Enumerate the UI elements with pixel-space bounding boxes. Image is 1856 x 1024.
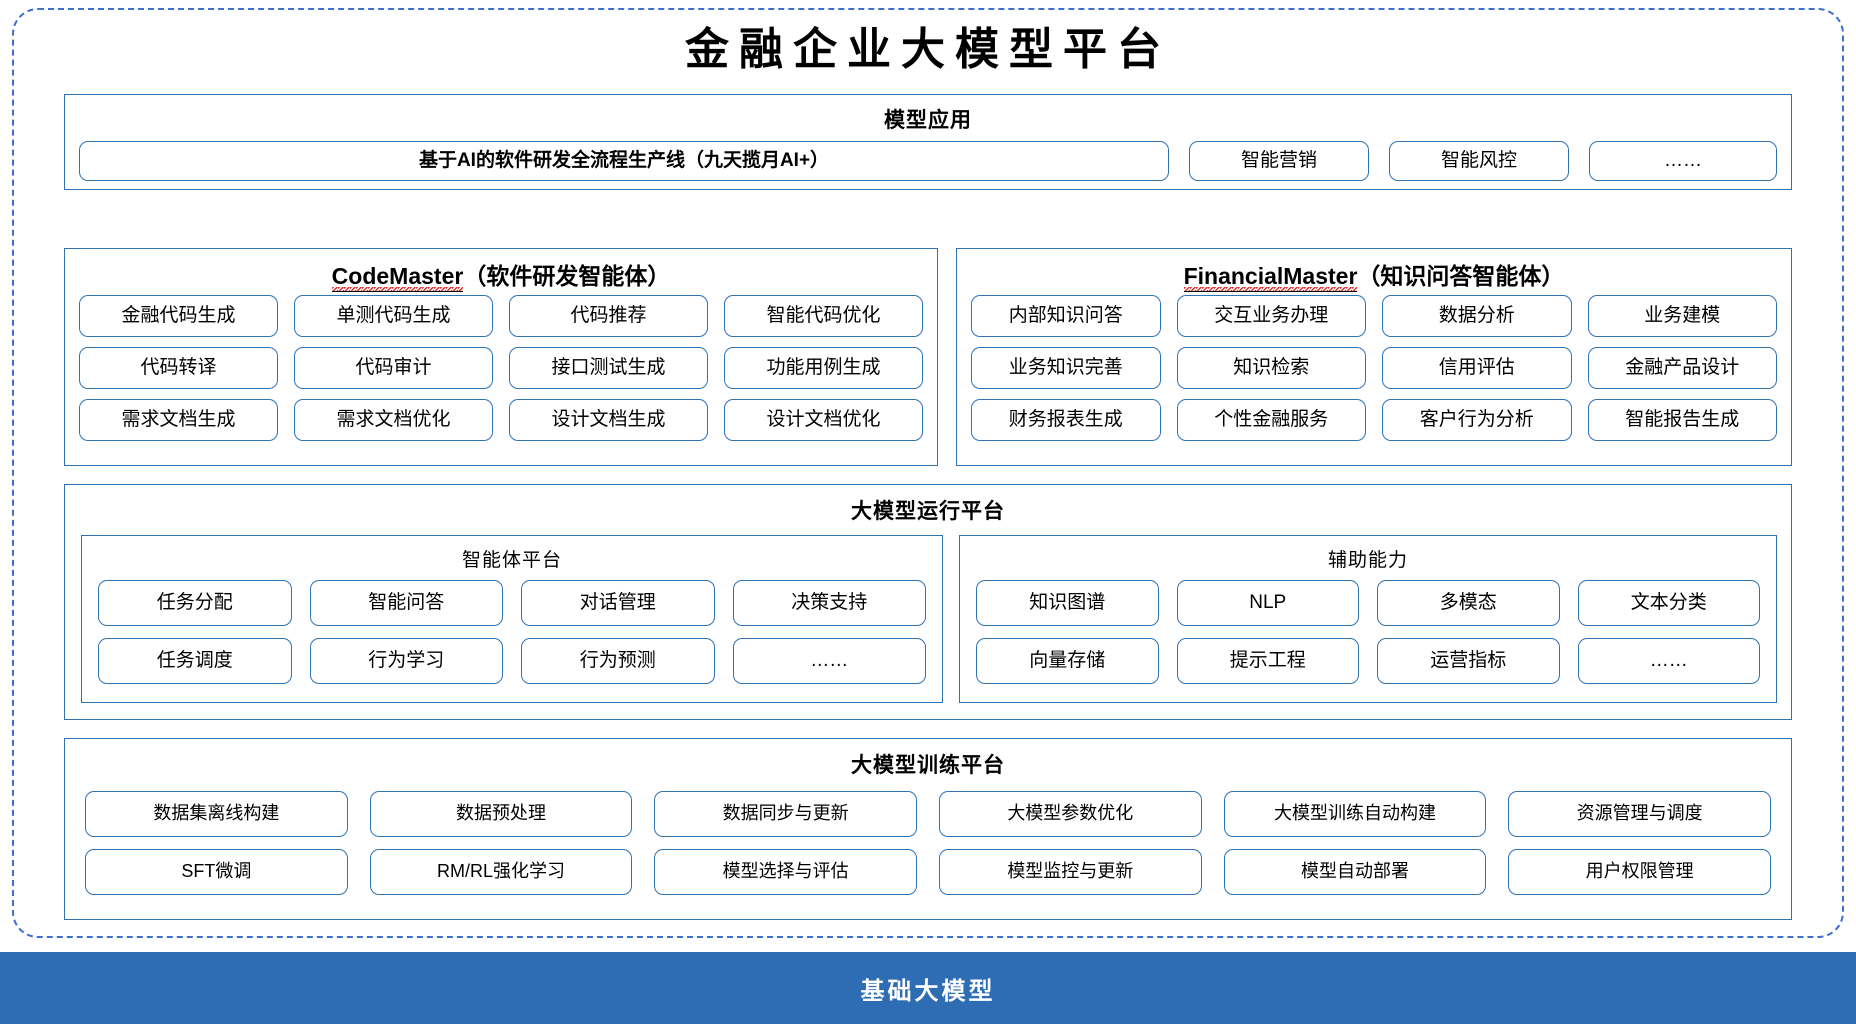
chip-code-api-test-gen[interactable]: 接口测试生成 <box>509 347 708 389</box>
section-model-application: 模型应用 基于AI的软件研发全流程生产线（九天揽月AI+） 智能营销 智能风控 … <box>64 94 1792 190</box>
chip-fin-business-modeling[interactable]: 业务建模 <box>1587 295 1777 337</box>
section-title-code-master: CodeMaster（软件研发智能体） <box>65 257 937 292</box>
chip-fin-report-generation[interactable]: 财务报表生成 <box>971 399 1161 441</box>
chip-behavior-learning[interactable]: 行为学习 <box>309 638 503 684</box>
section-title-training-platform: 大模型训练平台 <box>851 754 1005 777</box>
chip-smart-marketing[interactable]: 智能营销 <box>1189 141 1369 181</box>
section-runtime-platform: 大模型运行平台 智能体平台 任务分配 智能问答 对话管理 决策支持 任务调度 行… <box>64 484 1792 720</box>
code-master-chip-grid: 金融代码生成 单测代码生成 代码推荐 智能代码优化 代码转译 代码审计 接口测试… <box>79 295 923 441</box>
auxiliary-capability-chip-grid: 知识图谱 NLP 多模态 文本分类 向量存储 提示工程 运营指标 …… <box>976 580 1760 684</box>
chip-fin-personal-service[interactable]: 个性金融服务 <box>1176 399 1366 441</box>
subsection-auxiliary-capability: 辅助能力 知识图谱 NLP 多模态 文本分类 向量存储 提示工程 运营指标 …… <box>959 535 1777 703</box>
chip-code-audit[interactable]: 代码审计 <box>294 347 493 389</box>
model-application-chip-row: 基于AI的软件研发全流程生产线（九天揽月AI+） 智能营销 智能风控 …… <box>79 141 1777 181</box>
chip-model-auto-deploy[interactable]: 模型自动部署 <box>1223 849 1487 895</box>
section-code-master: CodeMaster（软件研发智能体） 金融代码生成 单测代码生成 代码推荐 智… <box>64 248 938 466</box>
diagram-outer-frame <box>12 8 1844 938</box>
chip-dataset-offline-build[interactable]: 数据集离线构建 <box>85 791 348 837</box>
training-platform-chip-grid: 数据集离线构建 数据预处理 数据同步与更新 大模型参数优化 大模型训练自动构建 … <box>85 791 1771 895</box>
section-title-model-application: 模型应用 <box>884 109 972 132</box>
chip-ai-sdlc-pipeline[interactable]: 基于AI的软件研发全流程生产线（九天揽月AI+） <box>79 141 1169 181</box>
section-financial-master: FinancialMaster（知识问答智能体） 内部知识问答 交互业务办理 数… <box>956 248 1792 466</box>
agent-platform-chip-grid: 任务分配 智能问答 对话管理 决策支持 任务调度 行为学习 行为预测 …… <box>98 580 926 684</box>
chip-nlp[interactable]: NLP <box>1176 580 1359 626</box>
chip-aux-more-ellipsis[interactable]: …… <box>1577 638 1760 684</box>
chip-fin-biz-knowledge[interactable]: 业务知识完善 <box>971 347 1161 389</box>
chip-fin-data-analysis[interactable]: 数据分析 <box>1382 295 1572 337</box>
section-training-platform: 大模型训练平台 数据集离线构建 数据预处理 数据同步与更新 大模型参数优化 大模… <box>64 738 1792 920</box>
chip-code-translation[interactable]: 代码转译 <box>79 347 278 389</box>
chip-data-preprocessing[interactable]: 数据预处理 <box>369 791 633 837</box>
subsection-agent-platform: 智能体平台 任务分配 智能问答 对话管理 决策支持 任务调度 行为学习 行为预测… <box>81 535 943 703</box>
chip-code-finance-codegen[interactable]: 金融代码生成 <box>79 295 278 337</box>
financial-master-name-cn: （知识问答智能体） <box>1357 263 1565 289</box>
chip-ops-metrics[interactable]: 运营指标 <box>1377 638 1560 684</box>
chip-data-sync-update[interactable]: 数据同步与更新 <box>654 791 917 837</box>
subsection-title-auxiliary-capability: 辅助能力 <box>1327 550 1408 571</box>
financial-master-name-en: FinancialMaster <box>1183 263 1358 292</box>
chip-code-req-doc-optimize[interactable]: 需求文档优化 <box>294 399 493 441</box>
chip-user-permission-mgmt[interactable]: 用户权限管理 <box>1508 849 1771 895</box>
chip-multimodal[interactable]: 多模态 <box>1377 580 1560 626</box>
chip-task-scheduling[interactable]: 任务调度 <box>98 638 292 684</box>
base-model-bar: 基础大模型 <box>0 952 1856 1024</box>
chip-sft-finetune[interactable]: SFT微调 <box>85 849 348 895</box>
chip-resource-mgmt-schedule[interactable]: 资源管理与调度 <box>1508 791 1771 837</box>
chip-code-smart-optimize[interactable]: 智能代码优化 <box>724 295 923 337</box>
chip-fin-knowledge-search[interactable]: 知识检索 <box>1176 347 1366 389</box>
base-model-label: 基础大模型 <box>860 977 996 1005</box>
chip-more-ellipsis[interactable]: …… <box>1589 141 1777 181</box>
chip-smart-risk-control[interactable]: 智能风控 <box>1389 141 1569 181</box>
chip-model-monitor-update[interactable]: 模型监控与更新 <box>938 849 1202 895</box>
chip-text-classification[interactable]: 文本分类 <box>1577 580 1760 626</box>
section-title-financial-master: FinancialMaster（知识问答智能体） <box>957 257 1791 292</box>
chip-fin-interactive-biz[interactable]: 交互业务办理 <box>1176 295 1366 337</box>
chip-fin-internal-qa[interactable]: 内部知识问答 <box>971 295 1161 337</box>
chip-prompt-engineering[interactable]: 提示工程 <box>1176 638 1359 684</box>
chip-knowledge-graph[interactable]: 知识图谱 <box>976 580 1159 626</box>
chip-training-auto-build[interactable]: 大模型训练自动构建 <box>1223 791 1487 837</box>
chip-code-design-doc-opt[interactable]: 设计文档优化 <box>724 399 923 441</box>
chip-vector-store[interactable]: 向量存储 <box>976 638 1159 684</box>
chip-code-req-doc-gen[interactable]: 需求文档生成 <box>79 399 278 441</box>
chip-agent-more-ellipsis[interactable]: …… <box>732 638 926 684</box>
chip-fin-customer-behavior[interactable]: 客户行为分析 <box>1382 399 1572 441</box>
chip-decision-support[interactable]: 决策支持 <box>732 580 926 626</box>
chip-model-select-evaluate[interactable]: 模型选择与评估 <box>654 849 917 895</box>
chip-fin-product-design[interactable]: 金融产品设计 <box>1587 347 1777 389</box>
code-master-name-en: CodeMaster <box>331 263 464 292</box>
chip-model-param-optimize[interactable]: 大模型参数优化 <box>938 791 1202 837</box>
chip-rm-rl-reinforcement[interactable]: RM/RL强化学习 <box>369 849 633 895</box>
chip-fin-credit-assessment[interactable]: 信用评估 <box>1382 347 1572 389</box>
subsection-title-agent-platform: 智能体平台 <box>461 550 562 571</box>
chip-smart-qa[interactable]: 智能问答 <box>309 580 503 626</box>
financial-master-chip-grid: 内部知识问答 交互业务办理 数据分析 业务建模 业务知识完善 知识检索 信用评估… <box>971 295 1777 441</box>
chip-code-design-doc-gen[interactable]: 设计文档生成 <box>509 399 708 441</box>
chip-code-feature-case-gen[interactable]: 功能用例生成 <box>724 347 923 389</box>
section-title-runtime-platform: 大模型运行平台 <box>851 500 1005 523</box>
chip-dialog-management[interactable]: 对话管理 <box>521 580 715 626</box>
chip-code-unittest-codegen[interactable]: 单测代码生成 <box>294 295 493 337</box>
chip-behavior-predict[interactable]: 行为预测 <box>521 638 715 684</box>
chip-task-allocation[interactable]: 任务分配 <box>98 580 292 626</box>
code-master-name-cn: （软件研发智能体） <box>463 263 671 289</box>
chip-fin-smart-report-gen[interactable]: 智能报告生成 <box>1587 399 1777 441</box>
chip-code-recommendation[interactable]: 代码推荐 <box>509 295 708 337</box>
page-title: 金融企业大模型平台 <box>685 24 1171 75</box>
